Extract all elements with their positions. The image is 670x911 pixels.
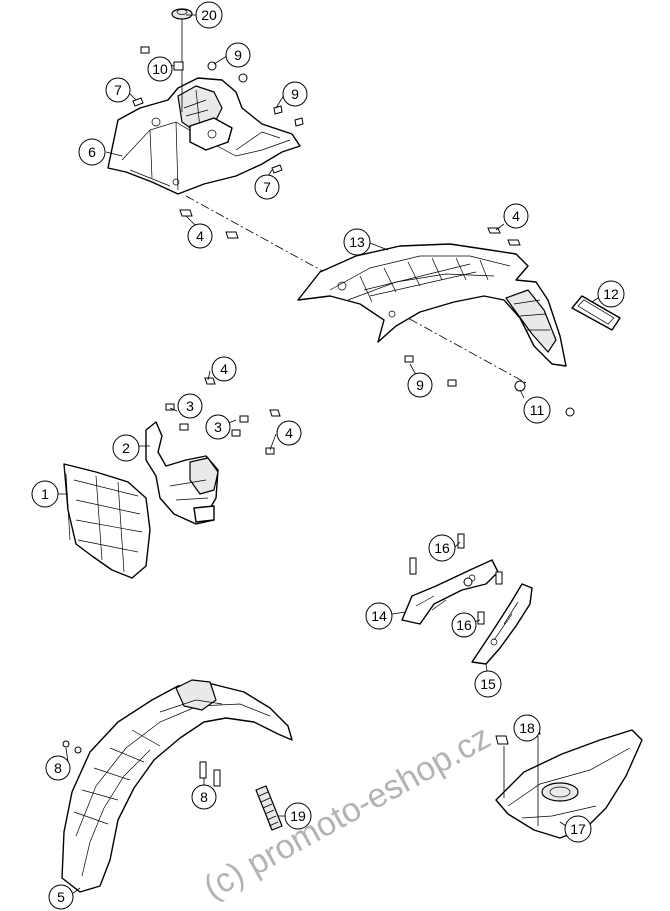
headlight-mask-part: [63, 463, 151, 579]
reflector-part: [571, 295, 621, 331]
rear-bracket-part: [107, 77, 301, 195]
svg-text:8: 8: [200, 789, 208, 805]
callout-14: 14: [365, 602, 393, 630]
callout-17: 17: [564, 815, 592, 843]
svg-text:3: 3: [214, 419, 222, 435]
callout-16: 16: [451, 612, 477, 638]
svg-text:3: 3: [186, 398, 194, 414]
svg-text:9: 9: [416, 377, 424, 393]
callout-12: 12: [597, 280, 625, 308]
callout-9: 9: [282, 81, 308, 107]
callout-1: 1: [31, 480, 59, 508]
callout-4: 4: [276, 420, 302, 446]
svg-text:9: 9: [234, 47, 242, 63]
rear-fender-part: [297, 243, 567, 367]
svg-text:4: 4: [196, 228, 204, 244]
svg-text:8: 8: [54, 760, 62, 776]
svg-text:6: 6: [88, 144, 96, 160]
handguard-bracket-part-15: [471, 583, 533, 665]
svg-text:17: 17: [570, 821, 586, 837]
callout-13: 13: [343, 228, 371, 256]
callout-4: 4: [503, 203, 529, 229]
callout-18: 18: [513, 714, 541, 742]
svg-text:14: 14: [371, 608, 387, 624]
svg-text:7: 7: [114, 82, 122, 98]
svg-text:5: 5: [57, 889, 65, 905]
svg-text:4: 4: [285, 425, 293, 441]
svg-text:20: 20: [201, 7, 217, 23]
callout-8: 8: [45, 755, 71, 781]
callout-7: 7: [254, 174, 280, 200]
svg-text:16: 16: [434, 540, 450, 556]
svg-text:7: 7: [263, 179, 271, 195]
svg-text:11: 11: [530, 402, 545, 418]
callout-6: 6: [78, 138, 106, 166]
callout-9: 9: [225, 42, 251, 68]
callout-11: 11: [523, 396, 551, 424]
front-fender-part: [61, 679, 293, 893]
callout-2: 2: [112, 434, 140, 462]
svg-text:4: 4: [512, 208, 520, 224]
svg-text:15: 15: [480, 676, 496, 692]
callout-7: 7: [105, 77, 131, 103]
callout-19: 19: [284, 802, 312, 830]
svg-text:18: 18: [519, 720, 535, 736]
callout-3: 3: [177, 393, 203, 419]
svg-text:9: 9: [291, 86, 299, 102]
subframe-hardware: [132, 46, 304, 239]
svg-text:2: 2: [122, 440, 130, 456]
svg-text:10: 10: [152, 61, 168, 77]
callout-4: 4: [211, 356, 237, 382]
callout-4: 4: [187, 223, 213, 249]
svg-text:16: 16: [456, 617, 472, 633]
callout-9: 9: [407, 372, 433, 398]
svg-text:13: 13: [349, 234, 365, 250]
callout-20: 20: [195, 1, 223, 29]
handguard-hardware: [409, 533, 503, 625]
callout-16: 16: [428, 534, 456, 562]
svg-text:19: 19: [290, 808, 306, 824]
svg-text:4: 4: [220, 361, 228, 377]
headlight-bracket-part: [145, 421, 219, 525]
callout-3: 3: [205, 414, 231, 440]
fender-fasteners: [62, 740, 221, 787]
watermark: (c) promoto-eshop.cz: [197, 718, 496, 907]
callout-8: 8: [191, 784, 217, 810]
callout-15: 15: [474, 670, 502, 698]
callout-10: 10: [147, 56, 173, 82]
foam-strip-part: [255, 785, 283, 831]
callout-5: 5: [48, 884, 74, 910]
svg-text:1: 1: [41, 486, 49, 502]
svg-text:12: 12: [603, 286, 619, 302]
